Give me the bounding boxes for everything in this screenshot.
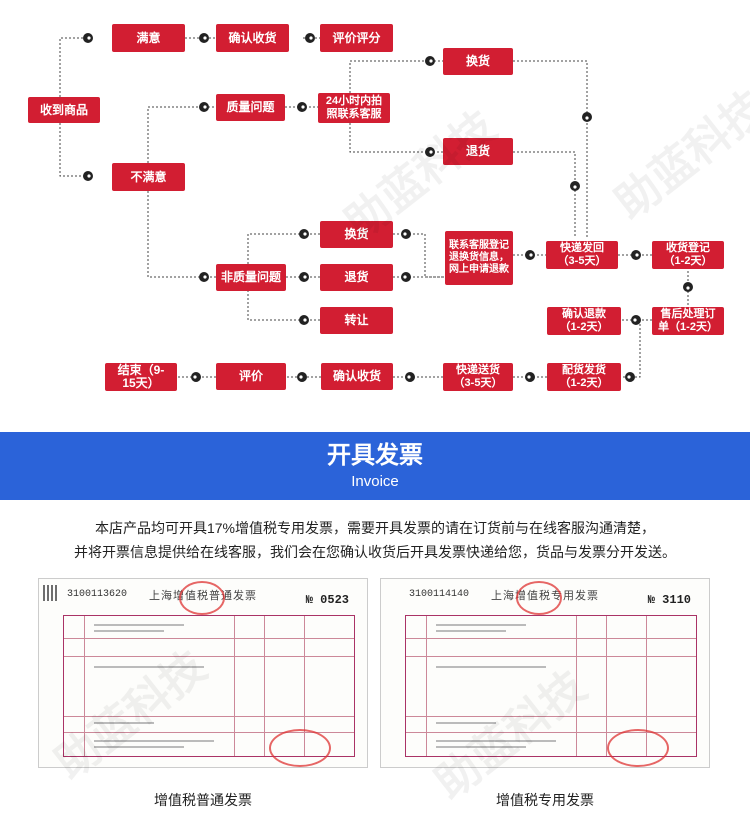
node-receipt-register: 收货登记（1-2天）: [652, 241, 724, 269]
flow-connectors: [59, 33, 693, 382]
invoice-table: [63, 615, 355, 757]
node-register-return-info: 联系客服登记退换货信息，网上申请退款: [445, 231, 513, 285]
invoice-banner: 开具发票 Invoice: [0, 432, 750, 500]
node-express-delivery: 快递送货（3-5天）: [443, 363, 513, 391]
node-express-return: 快递发回（3-5天）: [546, 241, 618, 269]
node-non-quality-issue: 非质量问题: [216, 264, 286, 291]
invoice-description-line-2: 并将开票信息提供给在线客服，我们会在您确认收货后开具发票快递给您，货品与发票分开…: [74, 544, 676, 560]
node-end: 结束（9-15天）: [105, 363, 177, 391]
invoice-description-line-1: 本店产品均可开具17%增值税专用发票，需要开具发票的请在订货前与在线客服沟通清楚…: [94, 520, 656, 536]
caption-special-invoice: 增值税专用发票: [496, 792, 594, 808]
node-return-2: 退货: [320, 264, 393, 291]
seller-seal-icon: [269, 729, 331, 767]
node-after-sales-order: 售后处理订单（1-2天）: [652, 307, 724, 335]
invoice-section-subtitle: Invoice: [351, 473, 399, 490]
node-unsatisfied: 不满意: [112, 163, 185, 191]
seal-stamp-icon: [179, 581, 225, 615]
caption-general-invoice: 增值税普通发票: [154, 792, 252, 808]
node-confirm-receipt-2: 确认收货: [321, 363, 393, 390]
node-pick-and-ship: 配货发货（1-2天）: [547, 363, 621, 391]
node-exchange-1: 换货: [443, 48, 513, 75]
node-received-goods: 收到商品: [28, 97, 100, 123]
invoice-serial: 3100114140: [409, 589, 470, 600]
invoice-table: [405, 615, 697, 757]
invoice-image-general: 3100113620 上海增值税普通发票 № 0523: [38, 578, 368, 768]
node-review-rating: 评价评分: [320, 24, 393, 52]
seller-seal-icon: [607, 729, 669, 767]
node-satisfied: 满意: [112, 24, 185, 52]
invoice-number: № 0523: [305, 593, 349, 607]
node-review: 评价: [216, 363, 286, 390]
node-transfer: 转让: [320, 307, 393, 334]
seal-stamp-icon: [516, 581, 562, 615]
invoice-image-special: 3100114140 上海增值税专用发票 № 3110: [380, 578, 710, 768]
node-quality-issue: 质量问题: [216, 94, 285, 121]
node-confirm-receipt-1: 确认收货: [216, 24, 289, 52]
node-contact-service-24h: 24小时内拍照联系客服: [318, 93, 390, 123]
node-confirm-refund: 确认退款（1-2天）: [547, 307, 621, 335]
after-sales-flowchart: 收到商品 满意 确认收货 评价评分 不满意 质量问题 24小时内拍照联系客服 换…: [28, 24, 724, 391]
invoice-section-title: 开具发票: [327, 442, 423, 469]
qr-code-icon: [43, 585, 59, 601]
invoice-description: 本店产品均可开具17%增值税专用发票，需要开具发票的请在订货前与在线客服沟通清楚…: [0, 516, 750, 564]
node-return-1: 退货: [443, 138, 513, 165]
node-exchange-2: 换货: [320, 221, 393, 248]
invoice-serial: 3100113620: [67, 589, 128, 600]
invoice-number: № 3110: [647, 593, 691, 607]
